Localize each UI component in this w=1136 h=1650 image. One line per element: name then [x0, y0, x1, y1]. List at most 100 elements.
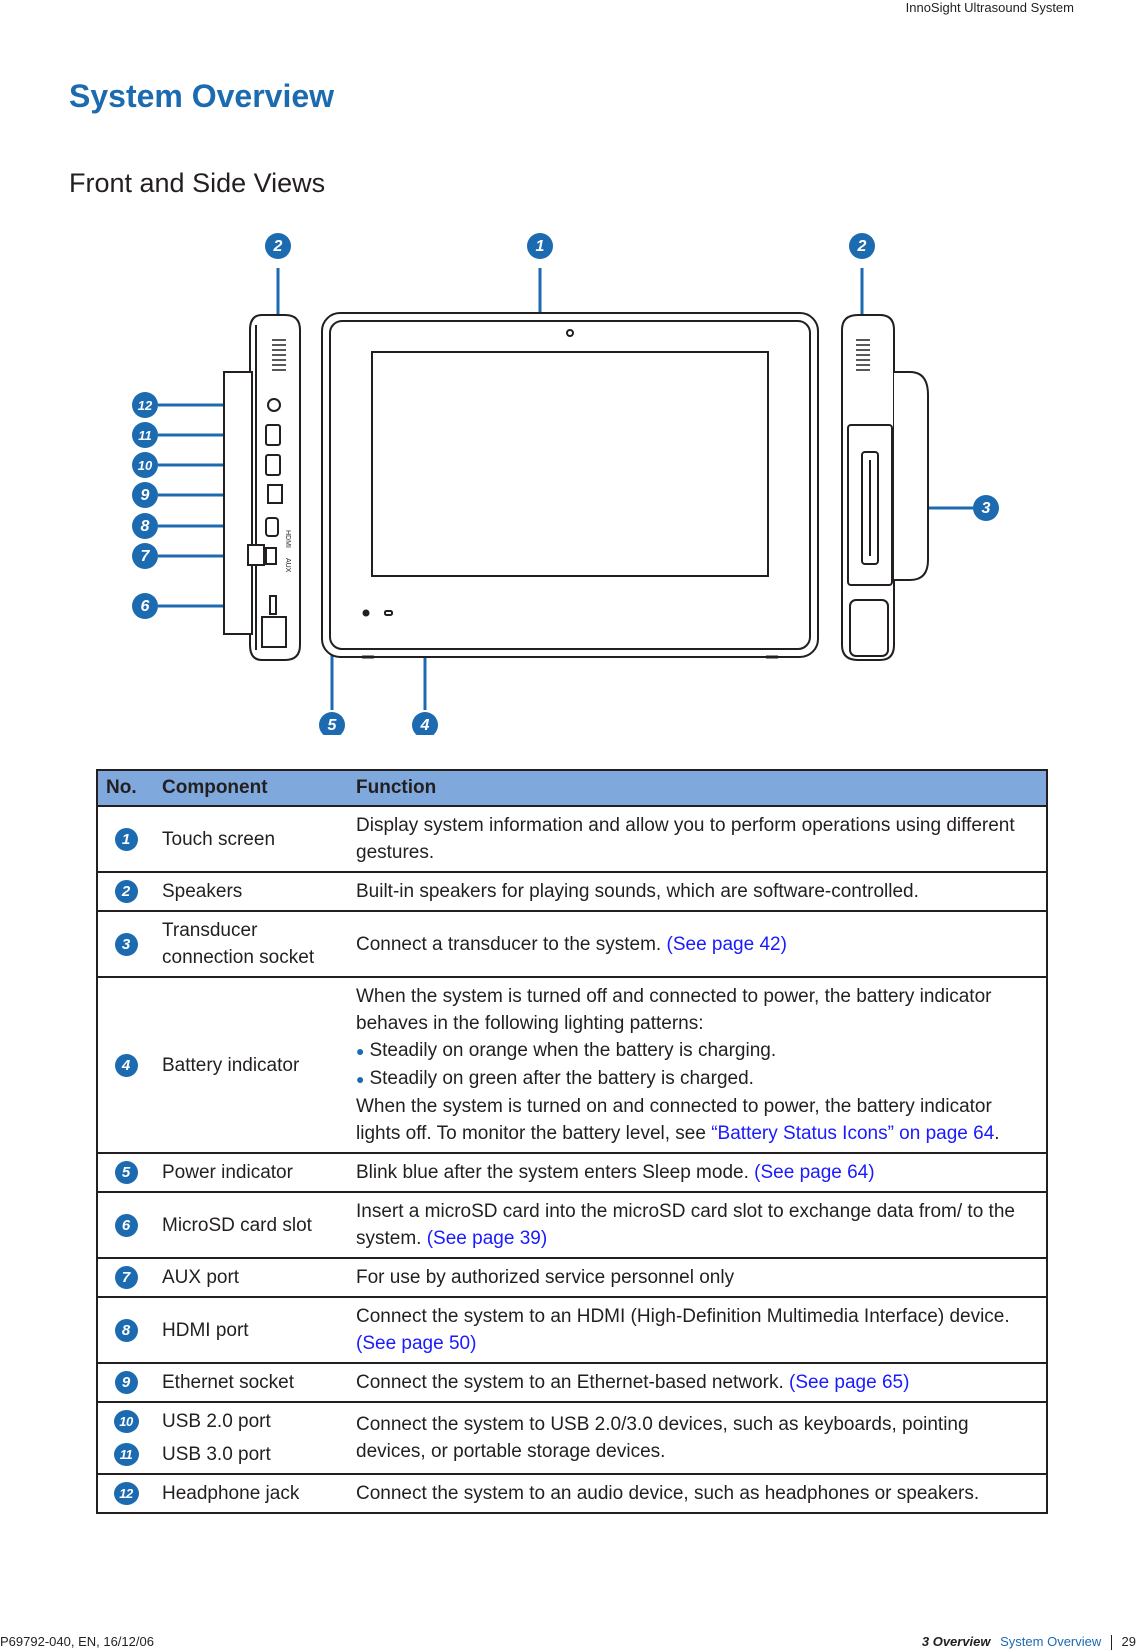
power-indicator-shape — [362, 609, 370, 617]
column-header-component: Component — [154, 769, 348, 807]
ethernet-port-shape — [267, 484, 283, 504]
function-cell: Connect the system to an Ethernet-based … — [348, 1363, 1048, 1403]
svg-text:5: 5 — [328, 717, 338, 734]
callout-badge: 3 — [114, 932, 138, 956]
callout-badge-8: 8 — [132, 513, 158, 539]
running-header: InnoSight Ultrasound System — [905, 0, 1074, 15]
svg-text:1: 1 — [536, 238, 545, 255]
function-text: Connect a transducer to the system. — [356, 933, 662, 955]
see-page-link[interactable]: (See page 39) — [426, 1228, 548, 1249]
see-page-link[interactable]: (See page 42) — [666, 933, 787, 955]
component-name: Transducer connection socket — [154, 911, 348, 978]
component-name: Battery indicator — [154, 977, 348, 1154]
section-subtitle: Front and Side Views — [69, 168, 326, 198]
table-row: 6 MicroSD card slot Insert a microSD car… — [96, 1192, 1048, 1259]
callout-badge: 7 — [114, 1266, 138, 1290]
component-name: Headphone jack — [154, 1474, 348, 1514]
svg-text:12: 12 — [138, 398, 153, 413]
svg-text:8: 8 — [141, 518, 150, 535]
callout-badge-4: 4 — [412, 712, 438, 735]
front-view — [321, 312, 819, 659]
component-name: MicroSD card slot — [154, 1192, 348, 1259]
function-text: Connect the system to an HDMI (High-Defi… — [356, 1306, 1010, 1327]
callout-badge: 9 — [114, 1371, 138, 1395]
page-number: 29 — [1121, 1634, 1136, 1649]
callout-badge-10: 10 — [132, 452, 158, 478]
component-name: USB 3.0 port — [162, 1444, 271, 1465]
touch-screen-shape — [371, 351, 769, 577]
speaker-grille-right — [856, 339, 870, 371]
page-title: System Overview — [69, 78, 335, 114]
component-name: Power indicator — [154, 1153, 348, 1193]
function-intro: When the system is turned off and connec… — [356, 986, 992, 1034]
see-page-link[interactable]: (See page 64) — [754, 1162, 875, 1183]
callout-badge-2: 2 — [265, 233, 291, 259]
callout-badge: 4 — [114, 1053, 138, 1077]
footer-section: 3 Overview — [921, 1634, 991, 1649]
see-page-link[interactable]: (See page 65) — [789, 1372, 910, 1393]
battery-status-link[interactable]: “Battery Status Icons” on page 64 — [711, 1123, 995, 1144]
usb2-port-shape — [265, 454, 281, 476]
svg-text:6: 6 — [141, 598, 150, 615]
callout-badge-11: 11 — [132, 422, 158, 448]
svg-text:2: 2 — [857, 238, 867, 255]
table-row: 8 HDMI port Connect the system to an HDM… — [96, 1297, 1048, 1364]
table-row: 3 Transducer connection socket Connect a… — [96, 911, 1048, 978]
function-text: Connect the system to an Ethernet-based … — [356, 1372, 784, 1393]
callout-badge-6: 6 — [132, 593, 158, 619]
hdmi-port-label: HDMI — [284, 530, 291, 548]
callout-badge-2: 2 — [849, 233, 875, 259]
table-row: 1 Touch screen Display system informatio… — [96, 806, 1048, 873]
table-row: 9 Ethernet socket Connect the system to … — [96, 1363, 1048, 1403]
table-row: 2 Speakers Built-in speakers for playing… — [96, 872, 1048, 912]
headphone-jack-shape — [267, 398, 281, 412]
svg-text:9: 9 — [141, 487, 150, 504]
callout-badge-7: 7 — [132, 543, 158, 569]
bullet-item: ●Steadily on green after the battery is … — [356, 1065, 1038, 1093]
callout-badge: 8 — [114, 1318, 138, 1342]
function-cell: Blink blue after the system enters Sleep… — [348, 1153, 1048, 1193]
component-name: AUX port — [154, 1258, 348, 1298]
function-text: Built-in speakers for playing sounds, wh… — [348, 872, 1048, 912]
page-footer: 3 Overview System Overview 29 — [922, 1634, 1136, 1650]
bullet-dot-icon: ● — [356, 1071, 365, 1087]
callout-badge: 5 — [114, 1161, 138, 1185]
function-cell: When the system is turned off and connec… — [348, 977, 1048, 1154]
bullet-item: ●Steadily on orange when the battery is … — [356, 1037, 1038, 1065]
component-name: Ethernet socket — [154, 1363, 348, 1403]
hdmi-port-shape — [265, 517, 279, 537]
callout-badge: 11 — [113, 1443, 139, 1467]
left-side-view: HDMI AUX — [223, 314, 301, 661]
function-text: Connect the system to an audio device, s… — [348, 1474, 1048, 1514]
function-text: For use by authorized service personnel … — [348, 1258, 1048, 1298]
table-row: 5 Power indicator Blink blue after the s… — [96, 1153, 1048, 1193]
component-name: Touch screen — [154, 806, 348, 873]
callout-badge-5: 5 — [319, 712, 345, 735]
see-page-link[interactable]: (See page 50) — [356, 1333, 477, 1354]
callout-badge: 12 — [113, 1482, 139, 1506]
right-side-view — [841, 314, 929, 661]
transducer-socket-shape — [861, 451, 879, 565]
column-header-no: No. — [96, 769, 154, 807]
callout-badge: 2 — [114, 880, 138, 904]
document-id: P69792-040, EN, 16/12/06 — [0, 1634, 154, 1649]
function-text: Connect the system to USB 2.0/3.0 device… — [348, 1402, 1048, 1475]
callout-badge: 10 — [113, 1410, 139, 1434]
component-name: Speakers — [154, 872, 348, 912]
svg-text:2: 2 — [273, 238, 283, 255]
callout-badge-3: 3 — [973, 495, 999, 521]
function-cell: Connect a transducer to the system. (See… — [348, 911, 1048, 978]
bullet-dot-icon: ● — [356, 1043, 365, 1059]
aux-port-shape — [265, 547, 277, 565]
callout-badge-9: 9 — [132, 482, 158, 508]
callout-badge: 6 — [114, 1213, 138, 1237]
svg-text:3: 3 — [982, 500, 991, 517]
microsd-slot-shape — [269, 595, 277, 615]
component-name: HDMI port — [154, 1297, 348, 1364]
function-outro: When the system is turned on and connect… — [356, 1093, 1038, 1147]
battery-indicator-shape — [384, 610, 393, 616]
column-header-function: Function — [348, 769, 1048, 807]
table-row: 4 Battery indicator When the system is t… — [96, 977, 1048, 1154]
